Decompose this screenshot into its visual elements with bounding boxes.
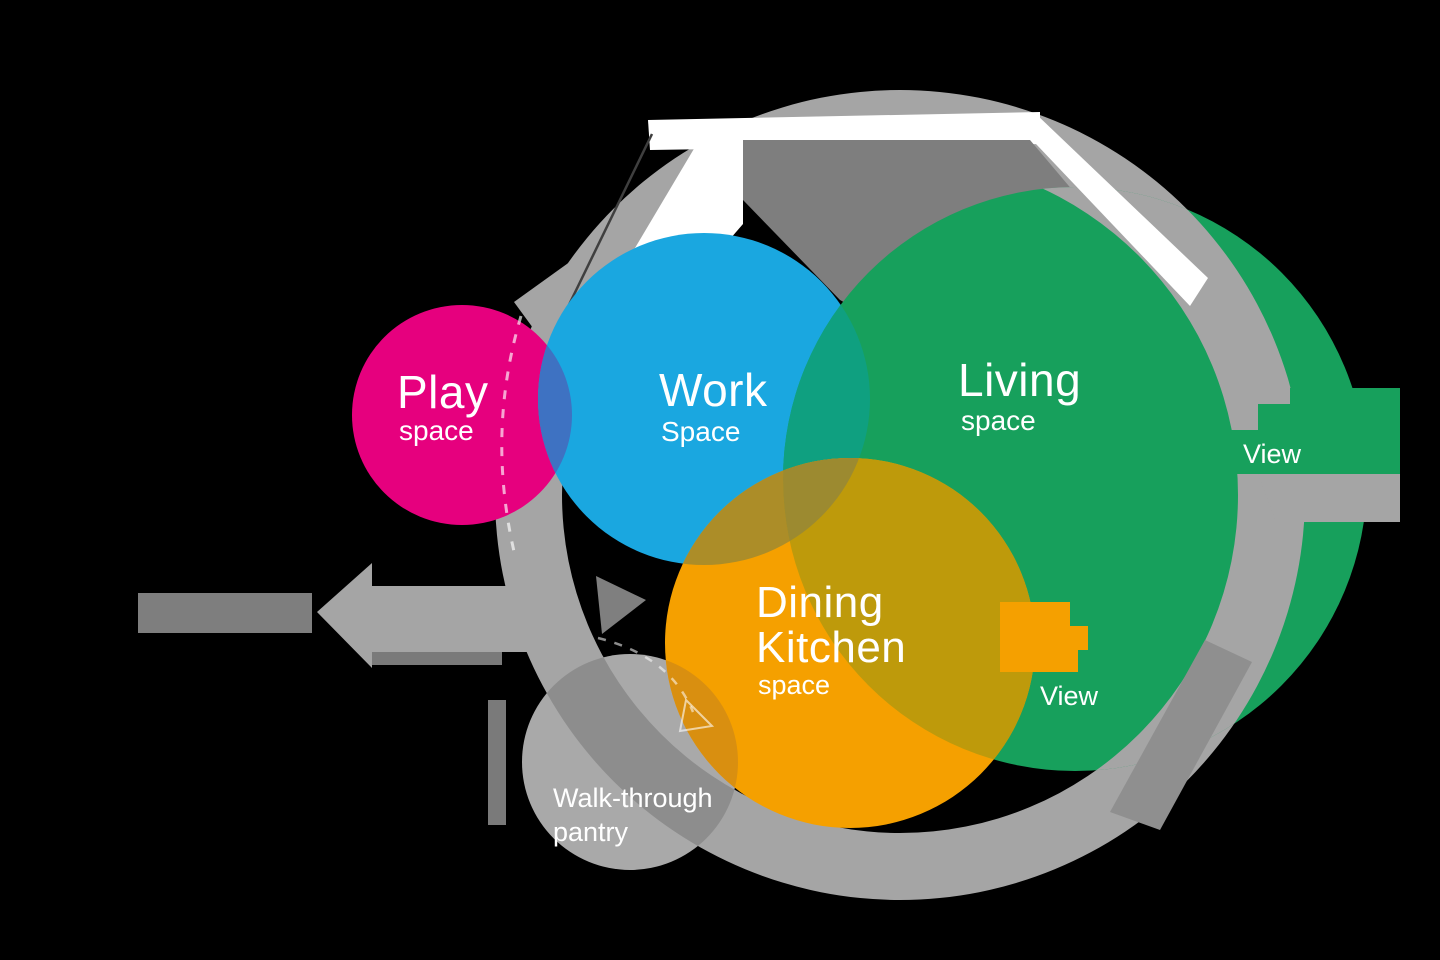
view-arrow-upper <box>1170 388 1400 474</box>
play-circle <box>352 305 572 525</box>
dashed-path-play-work <box>500 315 523 561</box>
pantry-label-line2: pantry <box>553 817 629 847</box>
ring-accent-band <box>1110 640 1252 830</box>
play-sublabel: space <box>399 415 474 446</box>
work-sublabel: Space <box>661 416 740 447</box>
play-label: Play <box>397 366 488 418</box>
view-label-upper: View <box>1243 439 1302 469</box>
dashed-arrowhead-icon <box>678 697 715 733</box>
exit-arrow-left <box>138 563 540 668</box>
pantry-arrow-icon <box>596 576 646 634</box>
ring-arrowhead-icon <box>514 256 578 354</box>
pantry-label-line1: Walk-through <box>553 783 713 813</box>
dining-label-line2: Kitchen <box>756 623 906 672</box>
dining-sublabel: space <box>758 670 830 700</box>
view-arrow-lower <box>1000 602 1088 672</box>
living-dining-overlap <box>783 458 1035 771</box>
living-sublabel: space <box>961 405 1036 436</box>
living-label: Living <box>958 354 1081 406</box>
ring-patch <box>1258 474 1400 522</box>
ring-shadow-strip <box>488 700 506 825</box>
work-label: Work <box>659 364 768 416</box>
work-dining-overlap <box>665 458 870 565</box>
view-label-lower: View <box>1040 681 1099 711</box>
dining-label-line1: Dining <box>756 578 884 627</box>
ring-gap-diagonal <box>1036 114 1208 306</box>
